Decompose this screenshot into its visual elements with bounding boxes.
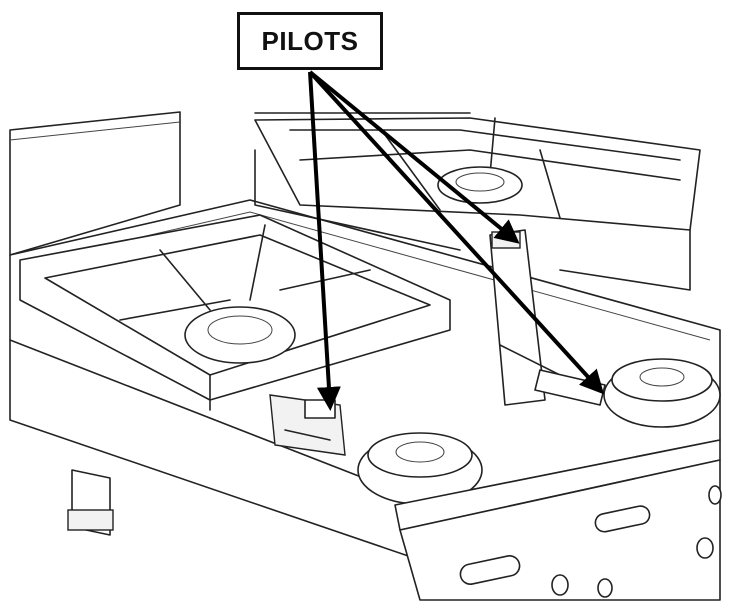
pilots-callout-label: PILOTS [237, 12, 383, 70]
pilot-arrows [308, 70, 605, 411]
front-control-panel [394, 439, 722, 601]
left-leg [67, 469, 114, 536]
arrow-icon [308, 70, 605, 395]
arrow-icon [308, 71, 341, 411]
left-pilot-assembly [269, 394, 346, 456]
front-middle-burner [357, 432, 483, 505]
front-left-burner [184, 306, 296, 364]
front-right-burner [603, 358, 721, 428]
arrow-icon [308, 70, 520, 244]
